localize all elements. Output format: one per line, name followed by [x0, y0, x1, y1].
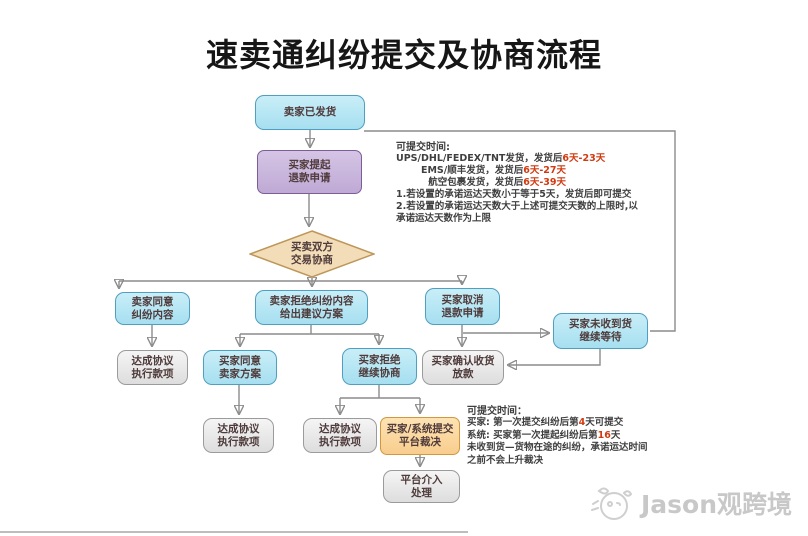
highlight-days: 6天-27天	[523, 165, 566, 176]
text-segment: EMS/顺丰发货，发货后	[420, 165, 524, 176]
text-segment: 天可提交	[585, 417, 624, 428]
annotation-note: 2.若设置的承诺运达天数大于上述可提交天数的上限时,以	[396, 201, 638, 212]
highlight-days: 4	[578, 417, 586, 428]
watermark: Jason观跨境	[587, 482, 792, 524]
system-escalation-line: 系统: 买家第一次提起纠纷后第16天	[467, 430, 648, 443]
text-segment: 买家: 第一次提交纠纷后第	[467, 417, 579, 428]
buyer-escalation-line: 买家: 第一次提交纠纷后第4天可提交	[467, 417, 648, 430]
annotation-top-heading: 可提交时间:	[396, 142, 450, 153]
annotation-bottom-heading: 可提交时间：	[467, 406, 527, 417]
connector-seller-reject-split	[240, 325, 379, 335]
connector-buyer-reject-split	[340, 385, 420, 399]
node-platform-handle: 平台介入 处理	[383, 470, 460, 503]
panda-sketch-icon	[590, 487, 633, 520]
node-agreement-2: 达成协议 执行款项	[203, 418, 274, 453]
annotation-shipping-window: 可提交时间: UPS/DHL/FEDEX/TNT发货，发货后6天-23天 EMS…	[396, 138, 638, 225]
highlight-days: 6天-39天	[523, 177, 566, 188]
node-platform-submit: 买家/系统提交 平台裁决	[380, 417, 460, 455]
node-buyer-cancel: 买家取消 退款申请	[425, 288, 500, 325]
node-buyer-agree: 买家同意 卖家方案	[203, 350, 277, 385]
bottom-edge-line	[0, 531, 468, 533]
shipping-line-ups: UPS/DHL/FEDEX/TNT发货，发货后6天-23天	[396, 153, 605, 165]
connector-not-received-to-confirm	[509, 349, 601, 365]
node-buyer-reject: 买家拒绝 继续协商	[342, 348, 417, 385]
node-seller-agree: 卖家同意 纠纷内容	[115, 292, 190, 325]
annotation-note: 未收到货—货物在途的纠纷，承诺运达时间	[467, 442, 648, 453]
node-confirm-receipt: 买家确认收货 放款	[422, 350, 504, 385]
text-segment: 航空包裹发货，发货后	[428, 177, 524, 188]
node-buyer-refund-request: 买家提起 退款申请	[257, 150, 362, 194]
annotation-note: 1.若设置的承诺运达天数小于等于5天，发货后即可提交	[396, 189, 632, 200]
node-negotiation-diamond: 买卖双方 交易协商	[249, 230, 375, 278]
shipping-line-ems: EMS/顺丰发货，发货后6天-27天	[396, 165, 566, 177]
diamond-label: 买卖双方 交易协商	[291, 241, 333, 266]
node-agreement-3: 达成协议 执行款项	[303, 418, 377, 453]
node-seller-shipped: 卖家已发货	[255, 95, 365, 130]
annotation-note: 承诺运达天数作为上限	[396, 213, 492, 224]
diamond-shape	[249, 230, 375, 278]
node-not-received-wait: 买家未收到货 继续等待	[553, 313, 648, 349]
highlight-days: 6天-23天	[562, 153, 606, 164]
text-segment: UPS/DHL/FEDEX/TNT发货，发货后	[396, 153, 563, 164]
highlight-days: 16	[597, 429, 611, 441]
text-segment: 系统: 买家第一次提起纠纷后第	[467, 429, 598, 441]
text-segment: 天	[610, 429, 621, 441]
node-agreement-1: 达成协议 执行款项	[117, 350, 188, 385]
shipping-line-air: 航空包裹发货，发货后6天-39天	[396, 177, 566, 189]
node-seller-reject: 卖家拒绝纠纷内容 给出建议方案	[255, 290, 368, 325]
page-title: 速卖通纠纷提交及协商流程	[205, 36, 602, 74]
connector-negotiate-split	[119, 278, 462, 282]
annotation-note: 之前不会上升裁决	[467, 454, 544, 466]
annotation-escalation-window: 可提交时间： 买家: 第一次提交纠纷后第4天可提交 系统: 买家第一次提起纠纷后…	[467, 402, 648, 467]
watermark-label: Jason观跨境	[640, 490, 792, 519]
